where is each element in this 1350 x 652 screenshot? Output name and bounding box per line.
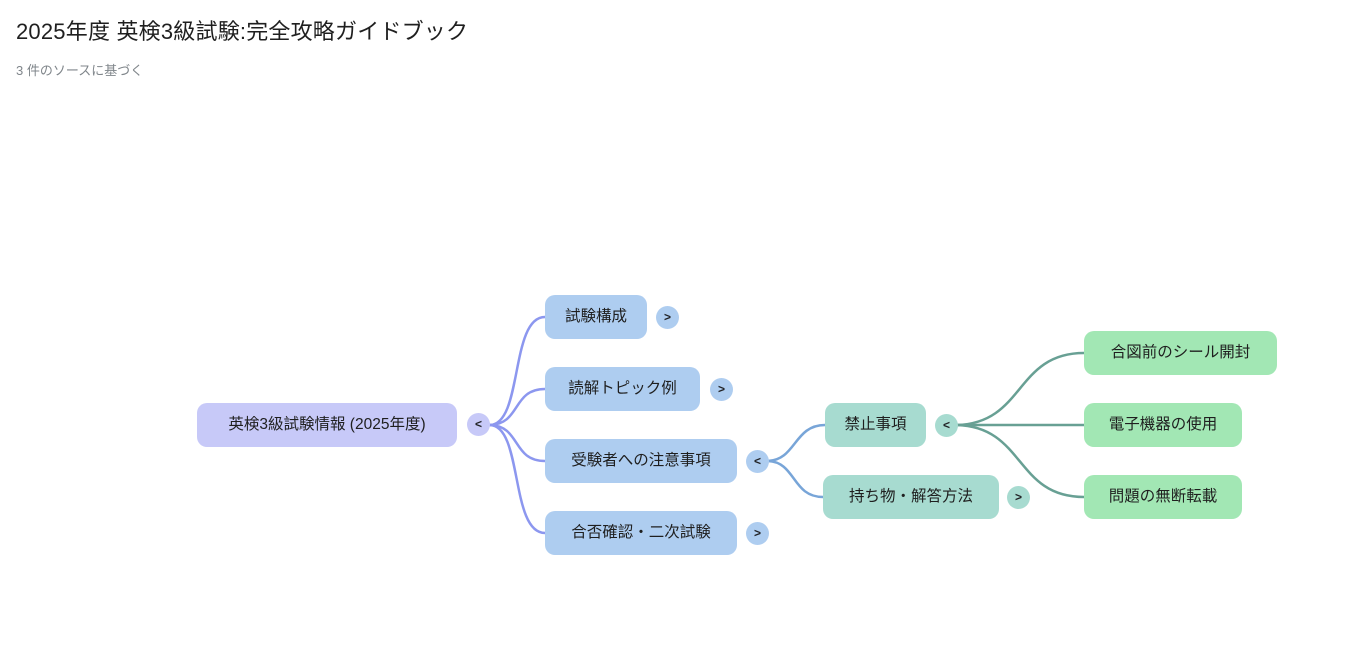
mindmap-node-reprint[interactable]: 問題の無断転載 xyxy=(1084,475,1242,519)
mindmap-node-examinee-notes[interactable]: 受験者への注意事項 xyxy=(545,439,737,483)
mindmap-node-seal-opening[interactable]: 合図前のシール開封 xyxy=(1084,331,1277,375)
expand-toggle-belongings[interactable]: > xyxy=(1007,486,1030,509)
edge-notes-belongings xyxy=(766,459,825,499)
edge-notes-prohibited xyxy=(766,423,827,463)
edge-root-exam-structure xyxy=(488,315,547,427)
edge-root-reading-topics xyxy=(488,387,547,427)
expand-toggle-results-second[interactable]: > xyxy=(746,522,769,545)
mindmap-node-exam-structure[interactable]: 試験構成 xyxy=(545,295,647,339)
mindmap-node-belongings[interactable]: 持ち物・解答方法 xyxy=(823,475,999,519)
mindmap-node-reading-topics[interactable]: 読解トピック例 xyxy=(545,367,700,411)
mindmap-node-electronics[interactable]: 電子機器の使用 xyxy=(1084,403,1242,447)
page-header: 2025年度 英検3級試験:完全攻略ガイドブック 3 件のソースに基づく xyxy=(16,14,468,79)
edge-root-results-second xyxy=(488,423,547,535)
expand-toggle-reading-topics[interactable]: > xyxy=(710,378,733,401)
mindmap-node-results-second[interactable]: 合否確認・二次試験 xyxy=(545,511,737,555)
collapse-toggle-root[interactable]: < xyxy=(467,413,490,436)
source-count-label: 3 件のソースに基づく xyxy=(16,63,144,78)
collapse-toggle-examinee-notes[interactable]: < xyxy=(746,450,769,473)
page-title: 2025年度 英検3級試験:完全攻略ガイドブック xyxy=(16,19,469,44)
edge-prohibited-seal-opening xyxy=(955,351,1086,427)
expand-toggle-exam-structure[interactable]: > xyxy=(656,306,679,329)
mindmap-node-prohibited[interactable]: 禁止事項 xyxy=(825,403,926,447)
edge-prohibited-reprint xyxy=(955,423,1086,499)
collapse-toggle-prohibited[interactable]: < xyxy=(935,414,958,437)
mindmap-node-root[interactable]: 英検3級試験情報 (2025年度) xyxy=(197,403,457,447)
edge-root-examinee-notes xyxy=(488,423,547,463)
